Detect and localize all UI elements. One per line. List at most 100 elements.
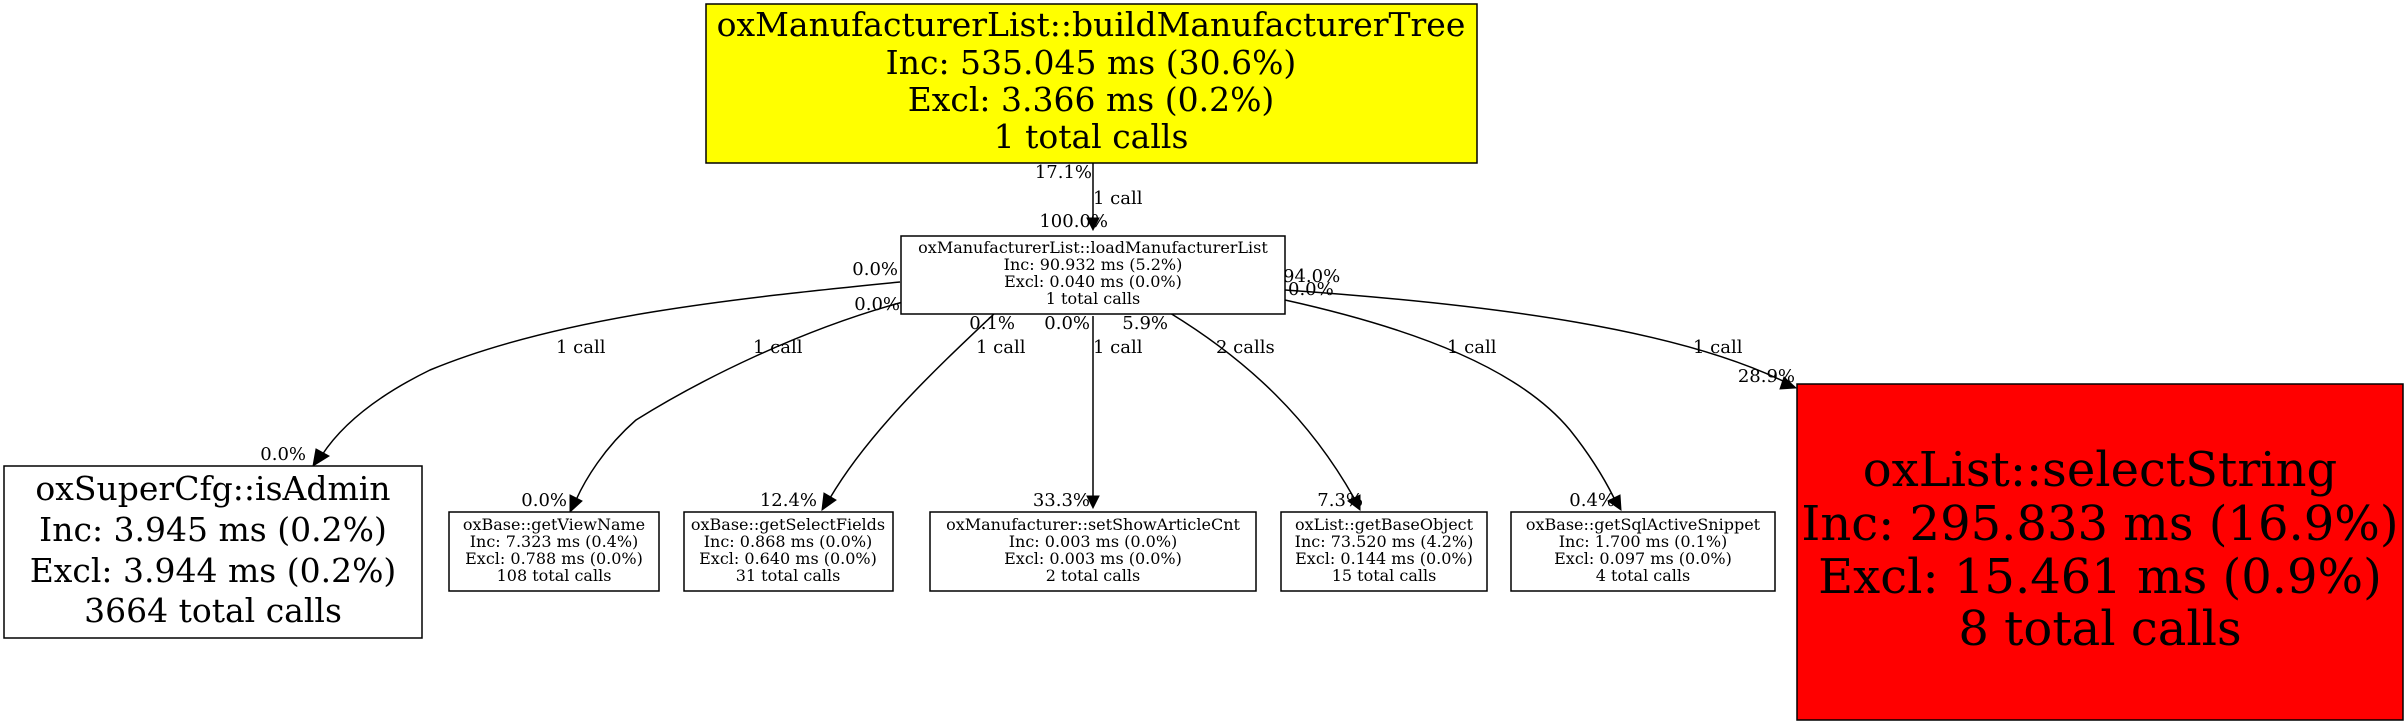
- node-call-count: 31 total calls: [736, 566, 841, 585]
- node-load-manufacturer-list[interactable]: oxManufacturerList::loadManufacturerList…: [900, 235, 1286, 315]
- arrow-head: [1086, 217, 1100, 232]
- edge-tail-label: 0.1%: [969, 313, 1015, 334]
- node-exclusive-time: Excl: 0.097 ms (0.0%): [1554, 549, 1732, 568]
- edge-tail-label: 94.0%: [1283, 266, 1340, 287]
- node-call-count: 108 total calls: [497, 566, 612, 585]
- edge-head-label: 12.4%: [760, 490, 817, 511]
- node-function-name: oxManufacturerList::buildManufacturerTre…: [717, 5, 1466, 44]
- node-box: [705, 3, 1478, 164]
- node-box: [683, 511, 894, 592]
- edge-calls-label: 1 call: [1093, 188, 1143, 209]
- edge-line: [1169, 312, 1355, 499]
- arrow-head: [1779, 376, 1798, 390]
- node-get-sql-active-snippet[interactable]: oxBase::getSqlActiveSnippet Inc: 1.700 m…: [1510, 511, 1776, 592]
- edge-calls-label: 1 call: [556, 337, 606, 358]
- node-select-string[interactable]: oxList::selectString Inc: 295.833 ms (16…: [1796, 383, 2404, 721]
- edge-calls-label: 2 calls: [1216, 337, 1275, 358]
- edge-line: [575, 301, 904, 501]
- node-box: [448, 511, 660, 592]
- node-box: [1510, 511, 1776, 592]
- node-inclusive-time: Inc: 0.003 ms (0.0%): [1009, 532, 1178, 551]
- node-inclusive-time: Inc: 73.520 ms (4.2%): [1295, 532, 1474, 551]
- edge-calls-label: 1 call: [976, 337, 1026, 358]
- node-inclusive-time: Inc: 0.868 ms (0.0%): [704, 532, 873, 551]
- edge-calls-label: 1 call: [1693, 337, 1743, 358]
- node-inclusive-time: Inc: 1.700 ms (0.1%): [1559, 532, 1728, 551]
- node-function-name: oxManufacturer::setShowArticleCnt: [946, 515, 1240, 534]
- node-exclusive-time: Excl: 0.003 ms (0.0%): [1004, 549, 1182, 568]
- node-exclusive-time: Excl: 0.040 ms (0.0%): [1004, 272, 1182, 291]
- node-call-count: 1 total calls: [994, 117, 1189, 156]
- node-get-select-fields[interactable]: oxBase::getSelectFields Inc: 0.868 ms (0…: [683, 511, 894, 592]
- edge-load-to-viewname: 0.0% 1 call 0.0%: [521, 294, 904, 514]
- arrow-head: [312, 448, 330, 468]
- edge-tail-label: 0.0%: [854, 294, 900, 315]
- node-is-admin[interactable]: oxSuperCfg::isAdmin Inc: 3.945 ms (0.2%)…: [3, 465, 423, 639]
- edge-head-label: 0.0%: [521, 490, 567, 511]
- node-box: [1280, 511, 1488, 592]
- node-inclusive-time: Inc: 535.045 ms (30.6%): [886, 43, 1297, 82]
- node-call-count: 15 total calls: [1332, 566, 1437, 585]
- node-get-base-object[interactable]: oxList::getBaseObject Inc: 73.520 ms (4.…: [1280, 511, 1488, 592]
- edge-head-label: 7.3%: [1317, 490, 1363, 511]
- edge-tail-label: 5.9%: [1122, 313, 1168, 334]
- edge-head-label: 0.0%: [260, 444, 306, 465]
- arrow-head: [1347, 494, 1361, 511]
- arrow-head: [821, 492, 837, 512]
- node-box: [1796, 383, 2404, 721]
- node-function-name: oxSuperCfg::isAdmin: [35, 469, 390, 508]
- edge-root-to-load: 17.1% 1 call 100.0%: [1035, 162, 1143, 232]
- node-box: [929, 511, 1257, 592]
- node-function-name: oxBase::getSqlActiveSnippet: [1526, 515, 1761, 534]
- edge-tail-label: 0.0%: [852, 259, 898, 280]
- edge-line: [321, 281, 901, 456]
- node-inclusive-time: Inc: 3.945 ms (0.2%): [39, 510, 387, 549]
- edge-line: [1284, 299, 1615, 499]
- node-call-count: 2 total calls: [1046, 566, 1140, 585]
- edge-load-to-showarticle: 0.0% 1 call 33.3%: [1033, 313, 1143, 511]
- node-function-name: oxList::getBaseObject: [1295, 515, 1474, 534]
- edge-load-to-baseobject: 5.9% 2 calls 7.3%: [1122, 312, 1363, 511]
- node-set-show-article-cnt[interactable]: oxManufacturer::setShowArticleCnt Inc: 0…: [929, 511, 1257, 592]
- edge-calls-label: 1 call: [753, 337, 803, 358]
- edge-head-label: 100.0%: [1039, 211, 1108, 232]
- arrow-head: [1607, 494, 1622, 512]
- edge-load-to-sqlsnippet: 0.0% 1 call 0.4%: [1284, 279, 1622, 512]
- node-call-count: 1 total calls: [1046, 289, 1140, 308]
- edge-head-label: 33.3%: [1033, 490, 1090, 511]
- node-exclusive-time: Excl: 3.366 ms (0.2%): [908, 80, 1275, 119]
- arrow-head: [569, 494, 583, 514]
- node-function-name: oxManufacturerList::loadManufacturerList: [918, 238, 1268, 257]
- edge-head-label: 0.4%: [1569, 490, 1615, 511]
- node-box: [3, 465, 423, 639]
- node-exclusive-time: Excl: 3.944 ms (0.2%): [30, 551, 397, 590]
- edge-tail-label: 17.1%: [1035, 162, 1092, 183]
- edge-tail-label: 0.0%: [1288, 279, 1334, 300]
- arrow-head: [1086, 495, 1100, 510]
- edge-calls-label: 1 call: [1447, 337, 1497, 358]
- edge-load-to-isadmin: 0.0% 1 call 0.0%: [260, 259, 901, 468]
- node-exclusive-time: Excl: 0.788 ms (0.0%): [465, 549, 643, 568]
- node-box: [900, 235, 1286, 315]
- node-build-manufacturer-tree[interactable]: oxManufacturerList::buildManufacturerTre…: [705, 3, 1478, 164]
- node-exclusive-time: Excl: 0.640 ms (0.0%): [699, 549, 877, 568]
- edge-line: [829, 312, 996, 499]
- node-inclusive-time: Inc: 7.323 ms (0.4%): [470, 532, 639, 551]
- edge-tail-label: 0.0%: [1044, 313, 1090, 334]
- node-call-count: 3664 total calls: [84, 591, 342, 630]
- edge-line: [1284, 289, 1788, 384]
- edge-load-to-selectstring: 94.0% 1 call 28.9%: [1283, 266, 1798, 390]
- node-call-count: 8 total calls: [1958, 601, 2241, 657]
- node-function-name: oxList::selectString: [1863, 442, 2338, 498]
- node-function-name: oxBase::getSelectFields: [691, 515, 885, 534]
- edge-calls-label: 1 call: [1093, 337, 1143, 358]
- edge-head-label: 28.9%: [1738, 366, 1795, 387]
- node-inclusive-time: Inc: 90.932 ms (5.2%): [1004, 255, 1183, 274]
- node-call-count: 4 total calls: [1596, 566, 1690, 585]
- node-exclusive-time: Excl: 0.144 ms (0.0%): [1295, 549, 1473, 568]
- node-get-view-name[interactable]: oxBase::getViewName Inc: 7.323 ms (0.4%)…: [448, 511, 660, 592]
- node-inclusive-time: Inc: 295.833 ms (16.9%): [1801, 496, 2398, 552]
- node-exclusive-time: Excl: 15.461 ms (0.9%): [1818, 549, 2382, 605]
- edge-load-to-selectfields: 0.1% 1 call 12.4%: [760, 312, 1026, 512]
